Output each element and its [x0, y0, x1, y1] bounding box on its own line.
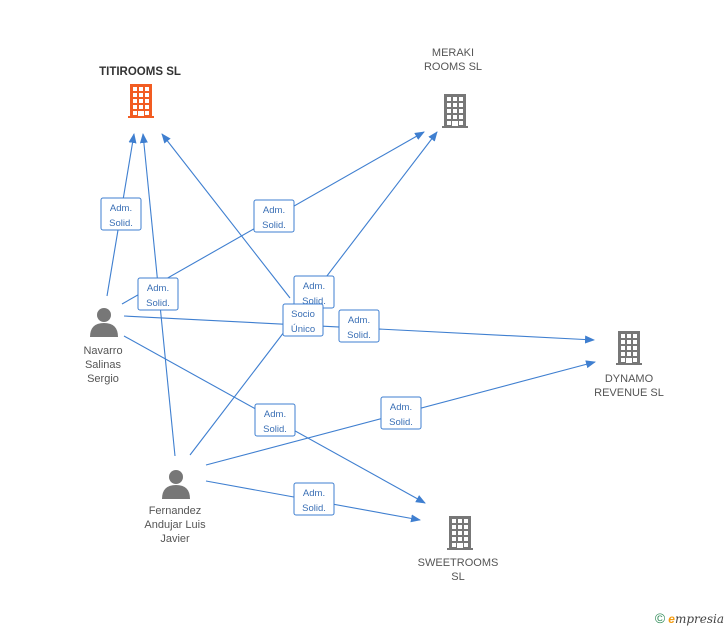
edge-label-sweetrooms-titirooms[interactable]: Adm. Solid.	[293, 275, 335, 309]
node-label: Javier	[160, 533, 190, 545]
copyright-icon: ©	[654, 610, 666, 626]
node-label: ROOMS SL	[424, 61, 482, 73]
node-label: Andujar Luis	[144, 519, 206, 531]
brand-name: mpresia	[674, 612, 724, 626]
edge-label-fernandez-titirooms[interactable]: Adm. Solid.	[137, 277, 179, 311]
person-icon	[90, 308, 118, 337]
edge-label-navarro-titirooms[interactable]: Adm. Solid.	[100, 197, 142, 231]
node-label: Salinas	[85, 359, 122, 371]
edge-label-text: Adm.	[390, 402, 412, 413]
edge-label-text: Adm.	[303, 488, 325, 499]
building-icon	[128, 84, 154, 118]
edge-label-text: Solid.	[109, 218, 133, 229]
edge-label-text: Solid.	[389, 417, 413, 428]
edge-label-text: Solid.	[302, 503, 326, 514]
edge-label-navarro-sweetrooms[interactable]: Adm. Solid.	[254, 403, 296, 437]
edge-label-text: Adm.	[110, 203, 132, 214]
node-sweetrooms[interactable]: SWEETROOMS SL	[418, 516, 499, 583]
edge-label-navarro-meraki[interactable]: Adm. Solid.	[253, 199, 295, 233]
edge-label-text: Adm.	[348, 315, 370, 326]
edge-label-text: Solid.	[262, 220, 286, 231]
node-label: Fernandez	[149, 505, 202, 517]
edge-label-fernandez-dynamo[interactable]: Adm. Solid.	[380, 396, 422, 430]
node-label: DYNAMO	[605, 373, 654, 385]
edge-labels-layer: Adm. Solid. Adm. Solid. Adm. Solid. Adm. Solid.…	[100, 197, 422, 516]
edge-label-text: Solid.	[302, 296, 326, 307]
node-label: Navarro	[83, 345, 122, 357]
person-icon	[162, 470, 190, 499]
node-label: TITIROOMS SL	[99, 66, 181, 78]
building-icon	[616, 331, 642, 365]
edge-sweetrooms-titirooms	[161, 133, 291, 299]
edge-label-text: Solid.	[347, 330, 371, 341]
edge-label-text: Adm.	[147, 283, 169, 294]
node-dynamo[interactable]: DYNAMO REVENUE SL	[594, 331, 664, 399]
footer-brand: ©empresia	[655, 610, 724, 626]
edge-label-text: Solid.	[263, 424, 287, 435]
node-label: SL	[451, 571, 464, 583]
nodes-layer: TITIROOMS SL MERAKI ROOMS SL DYNAMO REVENUE …	[83, 47, 663, 583]
edge-label-text: Adm.	[263, 205, 285, 216]
node-meraki[interactable]: MERAKI ROOMS SL	[424, 47, 482, 128]
edge-label-text: Adm.	[264, 409, 286, 420]
node-titirooms[interactable]: TITIROOMS SL	[99, 66, 181, 118]
edge-label-text: Adm.	[303, 281, 325, 292]
building-icon	[447, 516, 473, 550]
building-icon	[442, 94, 468, 128]
node-label: REVENUE SL	[594, 387, 664, 399]
edge-label-fernandez-sweetrooms[interactable]: Adm. Solid.	[293, 482, 335, 516]
edge-label-text: Único	[291, 324, 315, 335]
edge-label-navarro-dynamo[interactable]: Adm. Solid.	[338, 309, 380, 343]
node-label: MERAKI	[432, 47, 474, 59]
node-label: SWEETROOMS	[418, 557, 499, 569]
edge-label-text: Solid.	[146, 298, 170, 309]
brand-logo-initial: e	[668, 612, 675, 626]
node-label: Sergio	[87, 373, 119, 385]
edge-label-text: Socio	[291, 309, 315, 320]
